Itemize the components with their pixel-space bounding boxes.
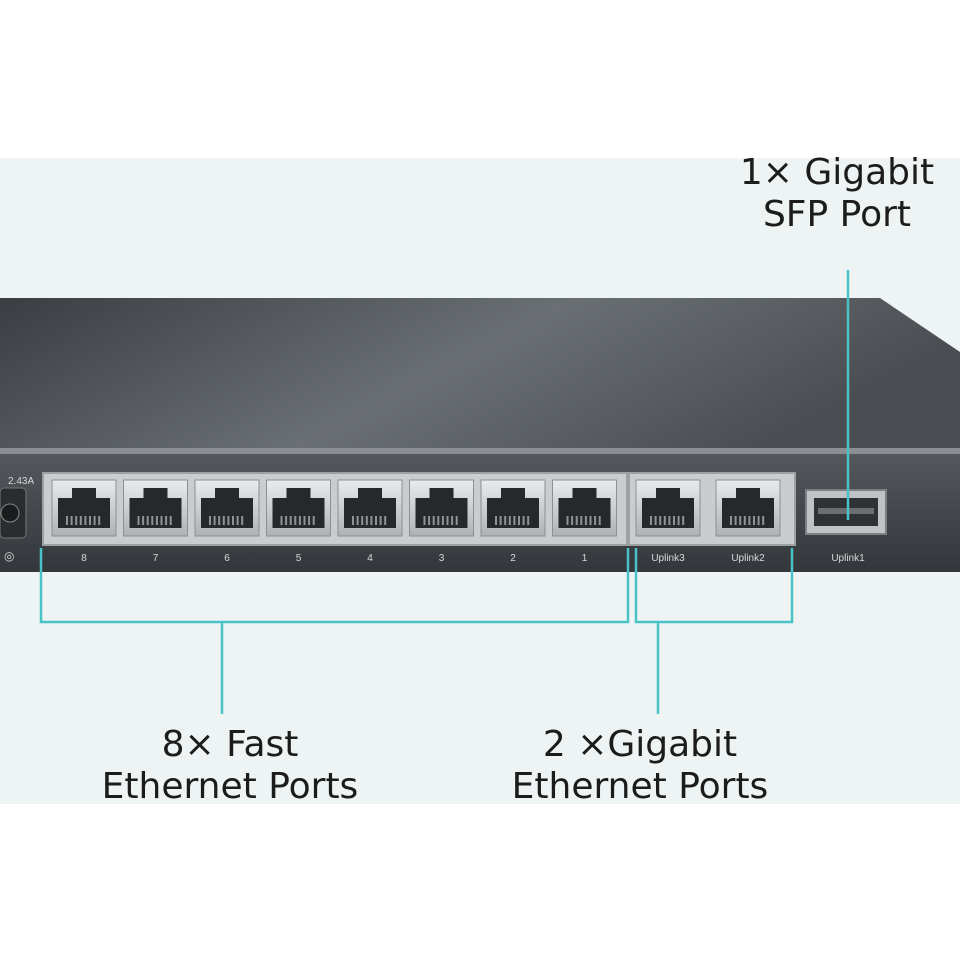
port-number-label: 7 <box>153 553 159 564</box>
rj45-port-fast[interactable] <box>194 479 260 537</box>
callout-gigabit-line2: Ethernet Ports <box>511 766 769 807</box>
port-number-label: 2 <box>510 553 516 564</box>
rj45-port-fast[interactable] <box>552 479 617 537</box>
callout-gigabit-line1: 2 ×Gigabit <box>542 724 738 765</box>
port-group: 8 7 6 5 4 3 2 1 Uplink3 Uplink2 <box>51 479 781 564</box>
callout-sfp-line1: 1× Gigabit <box>739 152 935 193</box>
callout-fast-line1: 8× Fast <box>161 724 299 765</box>
rj45-port-fast[interactable] <box>409 479 474 537</box>
power-rating-text: 2.43A <box>8 476 34 487</box>
power-polarity-icon: ◎ <box>4 549 14 563</box>
callout-fast-ethernet: 8× Fast Ethernet Ports <box>60 724 400 808</box>
port-number-label: Uplink2 <box>731 553 765 564</box>
rj45-port-fast[interactable] <box>123 479 188 537</box>
callout-bracket-gigabit <box>634 548 794 624</box>
rj45-port-fast[interactable] <box>337 479 403 537</box>
power-jack-hole <box>0 503 20 523</box>
port-number-label: 6 <box>224 553 230 564</box>
switch-top-panel <box>0 298 960 450</box>
port-number-label: 1 <box>582 553 588 564</box>
port-number-label: Uplink3 <box>651 553 685 564</box>
port-number-label: 3 <box>439 553 445 564</box>
rj45-port-fast[interactable] <box>51 479 117 537</box>
port-number-label: 8 <box>81 553 87 564</box>
switch-front-edge <box>0 448 960 454</box>
rj45-port-gigabit[interactable] <box>715 479 781 537</box>
callout-fast-line2: Ethernet Ports <box>101 766 359 807</box>
callout-gigabit-ethernet: 2 ×Gigabit Ethernet Ports <box>490 724 790 808</box>
sfp-contact <box>818 508 874 514</box>
rj45-port-gigabit[interactable] <box>635 479 701 537</box>
rj45-port-fast[interactable] <box>480 479 546 537</box>
port-number-label: 4 <box>367 553 373 564</box>
rj45-port-fast[interactable] <box>266 479 331 537</box>
callout-sfp-port: 1× Gigabit SFP Port <box>732 152 942 236</box>
callout-bracket-fast <box>39 548 630 624</box>
callout-sfp-line2: SFP Port <box>762 194 912 235</box>
sfp-port-label: Uplink1 <box>831 553 865 564</box>
port-number-label: 5 <box>296 553 302 564</box>
